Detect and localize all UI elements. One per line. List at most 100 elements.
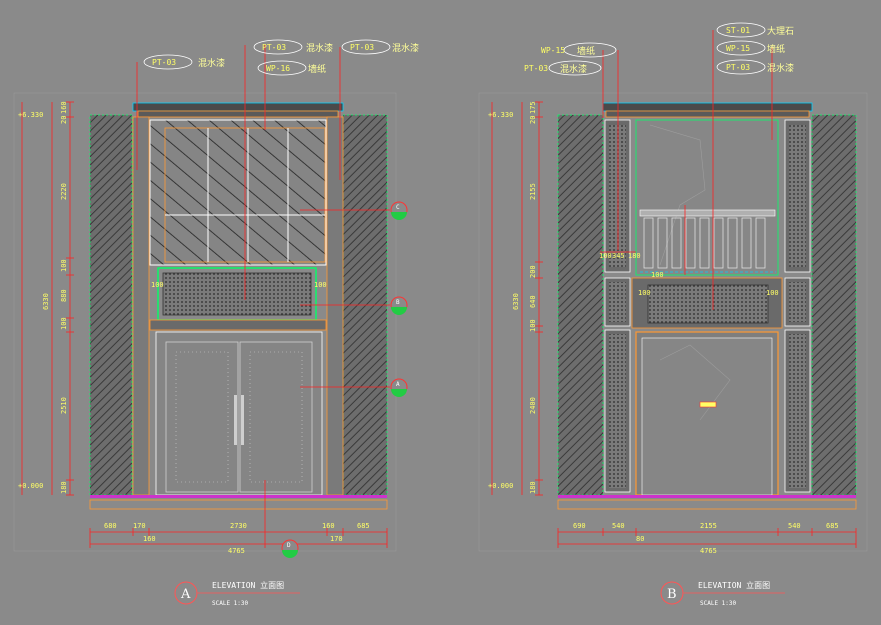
upper-opening-b xyxy=(635,119,779,276)
total-height-a: 6330 xyxy=(42,293,50,310)
svg-text:540: 540 xyxy=(612,522,625,530)
callout-material: 混水漆 xyxy=(198,57,225,69)
glass-panel-a xyxy=(149,119,327,266)
svg-text:2155: 2155 xyxy=(700,522,717,530)
elevation-a: C B A D PT-03 混水漆 PT-03 混水漆 WP-16 墙纸 PT-… xyxy=(13,39,419,607)
svg-text:100: 100 xyxy=(638,289,651,297)
pilaster-right-a xyxy=(326,116,344,496)
svg-text:170: 170 xyxy=(133,522,146,530)
mesh-column-right-lower xyxy=(789,334,806,488)
section-mark-c-label: C xyxy=(396,204,400,211)
callout-material: 墙纸 xyxy=(577,45,595,57)
svg-text:160: 160 xyxy=(143,535,156,543)
svg-text:160: 160 xyxy=(60,101,68,114)
drawing-letter-b: B xyxy=(667,587,677,602)
vertical-dimensions-b: 175 20 2155 200 640 100 2400 180 6330 xyxy=(512,101,537,494)
svg-text:180: 180 xyxy=(60,481,68,494)
svg-text:100: 100 xyxy=(529,319,537,332)
wall-left-b xyxy=(557,114,604,496)
callout-material: 墙纸 xyxy=(308,63,326,75)
callout-code: ST-01 xyxy=(726,26,750,35)
section-mark-a-label: A xyxy=(396,381,400,388)
svg-text:690: 690 xyxy=(573,522,586,530)
svg-text:80: 80 xyxy=(636,535,644,543)
door-handle-right xyxy=(241,395,244,445)
double-door-a xyxy=(155,331,323,496)
horizontal-dimensions-b: 690 540 2155 540 685 80 4765 100 345 180… xyxy=(573,252,839,555)
callout-code: PT-03 xyxy=(524,64,548,73)
svg-text:2220: 2220 xyxy=(60,183,68,200)
svg-text:180: 180 xyxy=(628,252,641,260)
svg-text:170: 170 xyxy=(330,535,343,543)
svg-text:160: 160 xyxy=(322,522,335,530)
door-leaf-right xyxy=(239,341,313,493)
cornice-b xyxy=(602,102,813,112)
drawing-scale-a: SCALE 1:30 xyxy=(212,600,249,607)
callout-material: 混水漆 xyxy=(306,42,333,54)
svg-text:20: 20 xyxy=(529,116,537,124)
svg-text:880: 880 xyxy=(60,289,68,302)
callout-code: PT-03 xyxy=(262,43,286,52)
skirting-b xyxy=(557,499,857,510)
skirting-a xyxy=(89,499,388,510)
svg-text:685: 685 xyxy=(357,522,370,530)
svg-text:20: 20 xyxy=(60,116,68,124)
callout-material: 混水漆 xyxy=(560,63,587,75)
pilaster-left-a xyxy=(132,116,150,496)
callout-code: PT-03 xyxy=(726,63,750,72)
center-niche-b xyxy=(641,337,773,496)
cornice-a xyxy=(132,102,344,112)
callout-material: 混水漆 xyxy=(392,42,419,54)
svg-text:2155: 2155 xyxy=(529,183,537,200)
section-mark-b-label: B xyxy=(396,299,400,306)
level-top-b: +6.330 xyxy=(488,111,513,119)
svg-text:100: 100 xyxy=(60,317,68,330)
svg-text:200: 200 xyxy=(529,265,537,278)
section-markers-a: C B A D xyxy=(281,201,408,558)
title-block-b: B ELEVATION 立面图 SCALE 1:30 xyxy=(660,580,785,607)
drawing-letter-a: A xyxy=(180,587,191,602)
callout-material: 墙纸 xyxy=(767,43,785,55)
door-leaf-left xyxy=(165,341,239,493)
svg-text:540: 540 xyxy=(788,522,801,530)
callout-code: PT-03 xyxy=(152,58,176,67)
level-top-a: +6.330 xyxy=(18,111,43,119)
callout-code: WP-15 xyxy=(541,46,565,55)
mesh-panel-a xyxy=(162,272,312,316)
svg-text:100: 100 xyxy=(599,252,612,260)
balustrade xyxy=(643,217,766,269)
mesh-band-b xyxy=(647,284,769,324)
door-handle-left xyxy=(234,395,237,445)
wall-right-b xyxy=(811,114,857,496)
mesh-column-right-upper xyxy=(789,125,806,267)
drawing-title-a: ELEVATION 立面图 xyxy=(212,580,284,590)
svg-text:685: 685 xyxy=(826,522,839,530)
callout-code: WP-16 xyxy=(266,64,290,73)
svg-text:100: 100 xyxy=(314,281,327,289)
total-height-b: 6330 xyxy=(512,293,520,310)
callouts-a: PT-03 混水漆 PT-03 混水漆 WP-16 墙纸 PT-03 混水漆 xyxy=(143,39,419,76)
callout-material: 大理石 xyxy=(767,25,794,37)
svg-text:2730: 2730 xyxy=(230,522,247,530)
svg-text:100: 100 xyxy=(766,289,779,297)
svg-text:180: 180 xyxy=(529,481,537,494)
level-bottom-a: +0.000 xyxy=(18,482,43,490)
title-block-a: A ELEVATION 立面图 SCALE 1:30 xyxy=(174,580,300,607)
callouts-b: WP-15 墙纸 PT-03 混水漆 ST-01 大理石 WP-15 墙纸 PT… xyxy=(524,22,794,76)
level-bottom-b: +0.000 xyxy=(488,482,513,490)
svg-text:100: 100 xyxy=(151,281,164,289)
callout-code: WP-15 xyxy=(726,44,750,53)
mesh-column-left-lower xyxy=(609,334,626,488)
frame-a xyxy=(13,92,397,552)
callout-material: 混水漆 xyxy=(767,62,794,74)
svg-text:680: 680 xyxy=(104,522,117,530)
svg-text:175: 175 xyxy=(529,101,537,114)
mesh-column-left-upper xyxy=(609,125,626,267)
total-width-a: 4765 xyxy=(228,547,245,555)
svg-text:100: 100 xyxy=(651,271,664,279)
vertical-dimensions-a: 160 20 2220 100 880 100 2510 180 6330 xyxy=(42,101,68,494)
drawing-scale-b: SCALE 1:30 xyxy=(700,600,737,607)
svg-text:2510: 2510 xyxy=(60,397,68,414)
elevation-b: WP-15 墙纸 PT-03 混水漆 ST-01 大理石 WP-15 墙纸 PT… xyxy=(478,22,868,607)
